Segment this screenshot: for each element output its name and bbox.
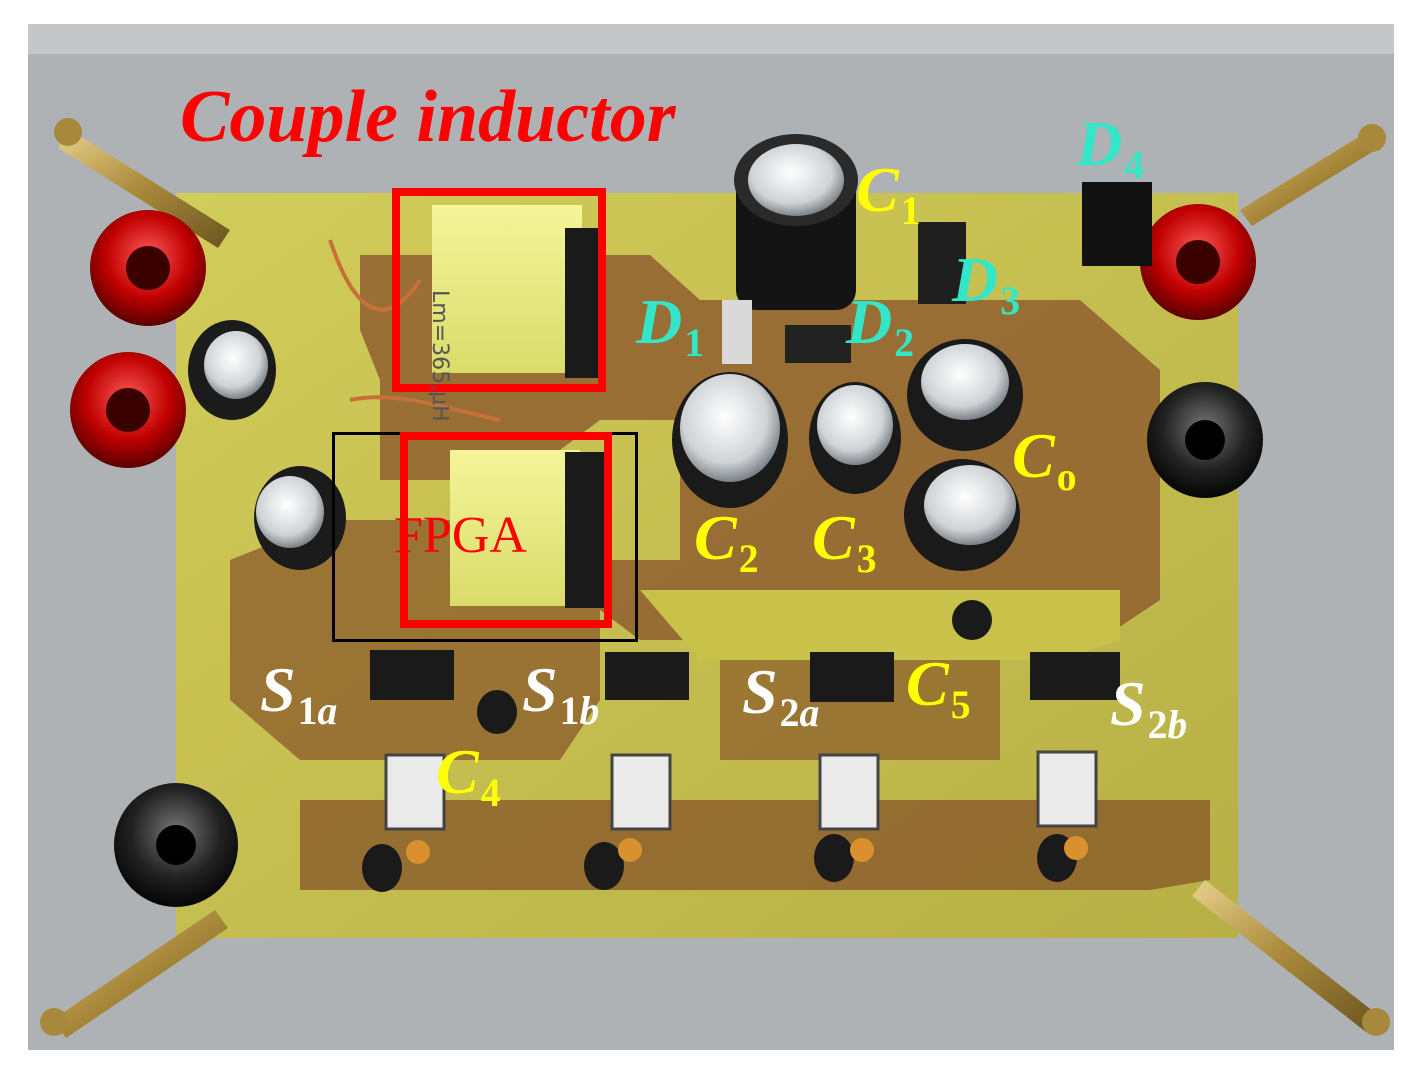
label-s1b: S1b xyxy=(522,654,600,733)
label-d3: D3 xyxy=(952,244,1021,323)
label-c1: C1 xyxy=(856,154,921,233)
label-c2: C2 xyxy=(694,502,759,581)
label-s2b: S2b xyxy=(1110,668,1188,747)
label-d1: D1 xyxy=(636,286,705,365)
label-s1a: S1a xyxy=(260,654,338,733)
label-c3: C3 xyxy=(812,502,877,581)
label-c4: C4 xyxy=(436,736,501,815)
transformer-highlight-box xyxy=(400,432,612,628)
label-d2: D2 xyxy=(846,286,915,365)
couple-inductor-title: Couple inductor xyxy=(180,76,676,158)
label-c5: C5 xyxy=(906,648,971,727)
label-d4: D4 xyxy=(1076,108,1145,187)
label-co: Co xyxy=(1012,420,1077,499)
couple-inductor-highlight-box xyxy=(392,188,606,392)
fpga-label: FPGA xyxy=(394,507,527,564)
inductor-marking: Lm=365,μH xyxy=(427,290,452,422)
label-s2a: S2a xyxy=(742,656,820,735)
